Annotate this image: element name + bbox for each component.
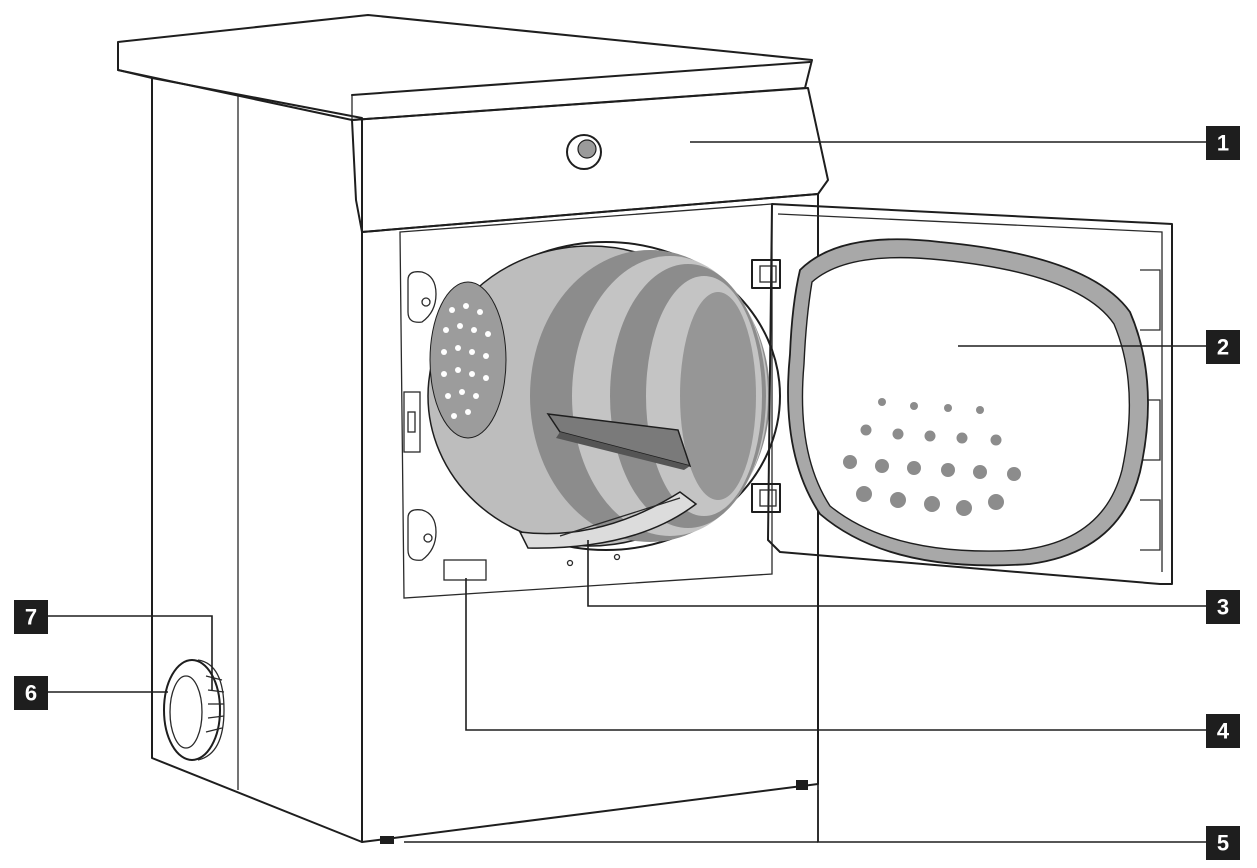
callout-6: 6 [14,676,48,710]
lint-filter [518,491,698,549]
callout-number: 6 [25,681,37,706]
callout-number: 1 [1217,131,1229,156]
callout-2: 2 [1206,330,1240,364]
exhaust-outlet [163,659,225,761]
program-selector-knob [566,134,602,170]
callout-number: 4 [1217,719,1230,744]
leader-lines [48,141,1206,843]
callout-4: 4 [1206,714,1240,748]
callout-5: 5 [1206,826,1240,860]
dryer-top-lid [117,14,813,121]
dryer-side-panel [151,77,363,843]
rating-plate [443,559,487,581]
callout-number: 2 [1217,335,1229,360]
callout-3: 3 [1206,590,1240,624]
callout-number: 3 [1217,595,1229,620]
callout-1: 1 [1206,126,1240,160]
dryer-door [751,203,1173,585]
drum [427,241,781,551]
callout-number: 7 [25,605,37,630]
callout-7: 7 [14,600,48,634]
callout-number: 5 [1217,831,1229,856]
